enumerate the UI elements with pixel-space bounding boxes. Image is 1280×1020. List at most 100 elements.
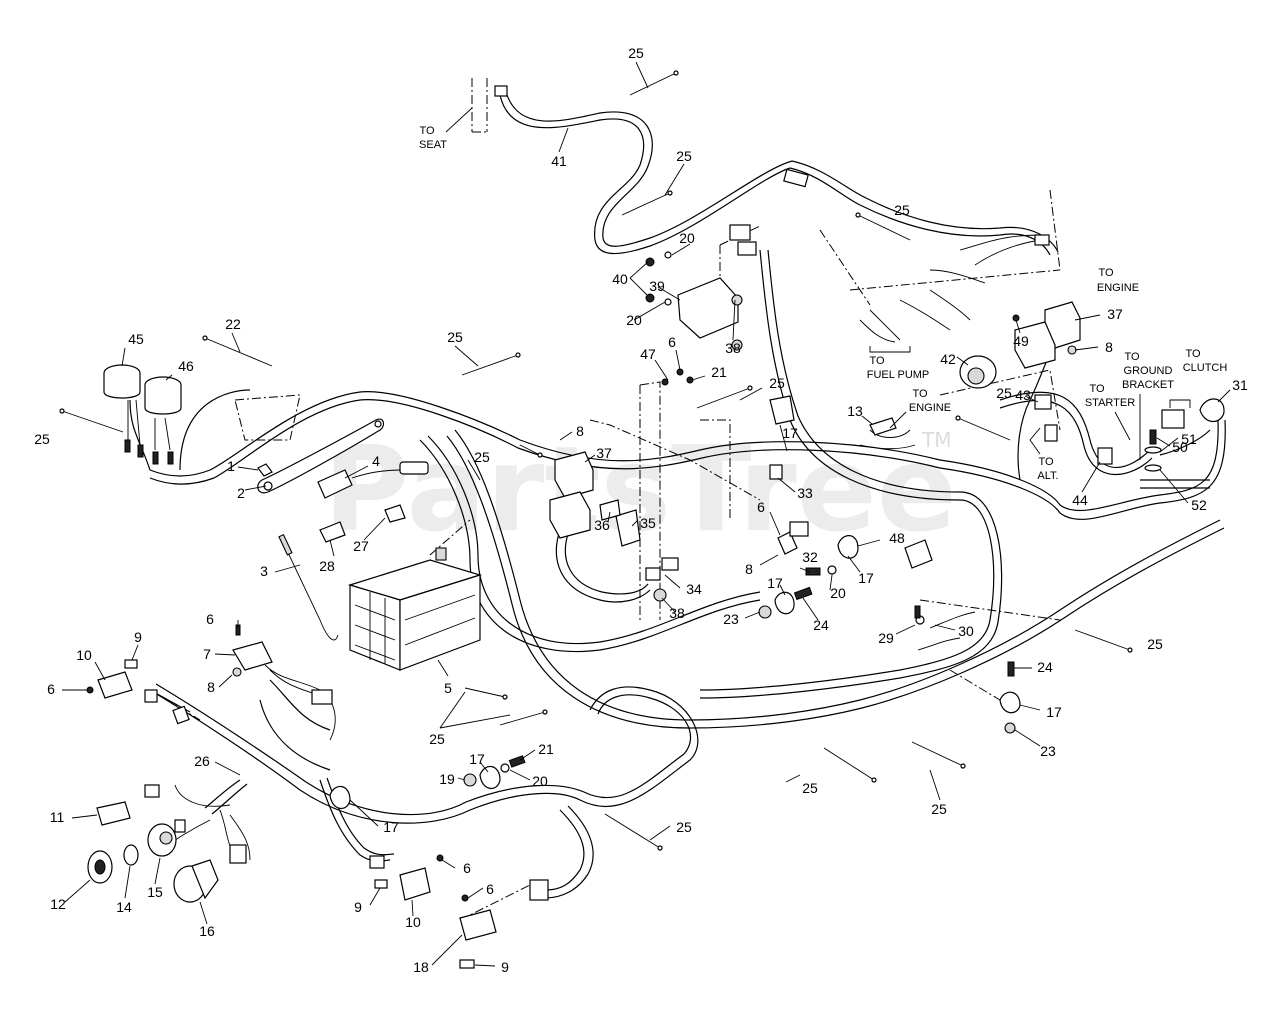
- callout: 11: [50, 809, 65, 825]
- callout: 8: [207, 679, 215, 695]
- callout: 39: [649, 278, 665, 294]
- note-to-fuel-pump-2: FUEL PUMP: [867, 369, 930, 381]
- callout: 25: [34, 431, 50, 447]
- callout: 48: [889, 530, 905, 546]
- callout: 31: [1232, 377, 1248, 393]
- callout: 43: [1015, 387, 1031, 403]
- watermark-trademark: TM: [921, 428, 951, 452]
- callout: 21: [711, 364, 727, 380]
- callout: 9: [501, 959, 509, 975]
- callout: 40: [612, 271, 628, 287]
- callout: 51: [1181, 431, 1197, 447]
- note-to-engine-top-1: TO: [1098, 267, 1114, 279]
- callout: 27: [353, 538, 369, 554]
- note-to-clutch-2: CLUTCH: [1183, 362, 1228, 374]
- callout: 37: [596, 445, 612, 461]
- callout: 25: [931, 801, 947, 817]
- callout: 23: [723, 611, 739, 627]
- callout: 25: [447, 329, 463, 345]
- note-to-ground-2: GROUND: [1124, 365, 1173, 377]
- callout: 5: [444, 680, 452, 696]
- note-to-ground-1: TO: [1124, 351, 1140, 363]
- note-to-alt-2: ALT.: [1037, 470, 1058, 482]
- callout: 36: [594, 517, 610, 533]
- callout: 34: [686, 581, 702, 597]
- callout: 26: [194, 753, 210, 769]
- callout: 25: [802, 780, 818, 796]
- callout: 25: [429, 731, 445, 747]
- callout: 6: [668, 334, 676, 350]
- callout: 8: [745, 561, 753, 577]
- callout: 19: [439, 771, 455, 787]
- callout: 25: [676, 148, 692, 164]
- callout: 7: [203, 646, 211, 662]
- callout: 8: [576, 423, 584, 439]
- callout: 17: [767, 575, 783, 591]
- callout: 47: [640, 346, 656, 362]
- leader-lines: [62, 61, 1231, 967]
- callout: 25: [996, 385, 1012, 401]
- battery: [347, 547, 483, 671]
- callout: 6: [206, 611, 214, 627]
- note-to-ground-3: BRACKET: [1122, 379, 1174, 391]
- callout: 21: [538, 741, 554, 757]
- callout: 16: [199, 923, 215, 939]
- callout: 45: [128, 331, 144, 347]
- callout: 6: [463, 860, 471, 876]
- callout: 23: [1040, 743, 1056, 759]
- cable-ties: [59, 70, 1133, 851]
- callout: 3: [260, 563, 268, 579]
- callout: 28: [319, 558, 335, 574]
- callout: 25: [894, 202, 910, 218]
- callout: 17: [383, 819, 399, 835]
- callout: 50: [1172, 439, 1188, 455]
- callout: 12: [50, 896, 66, 912]
- note-to-seat-2: SEAT: [419, 139, 447, 151]
- callout: 13: [847, 403, 863, 419]
- callout: 15: [147, 884, 163, 900]
- callout: 18: [413, 959, 429, 975]
- callout: 49: [1013, 333, 1029, 349]
- callout: 1: [227, 458, 235, 474]
- callout: 20: [679, 230, 695, 246]
- callout: 33: [797, 485, 813, 501]
- note-to-engine-mid-1: TO: [912, 388, 928, 400]
- callout: 9: [134, 629, 142, 645]
- callout: 29: [878, 630, 894, 646]
- callout: 8: [1105, 339, 1113, 355]
- callout: 38: [725, 340, 741, 356]
- note-to-engine-mid-2: ENGINE: [909, 402, 951, 414]
- callout: 46: [178, 358, 194, 374]
- callout: 41: [551, 153, 567, 169]
- parts: [86, 85, 1225, 969]
- callout: 17: [469, 751, 485, 767]
- callout: 35: [640, 515, 656, 531]
- note-to-starter-2: STARTER: [1085, 397, 1135, 409]
- voltmeter-gauge-46: [144, 376, 182, 415]
- callout: 22: [225, 316, 241, 332]
- callout: 20: [626, 312, 642, 328]
- callout: 37: [1107, 306, 1123, 322]
- callout: 25: [474, 449, 490, 465]
- callout: 52: [1191, 497, 1207, 513]
- note-to-clutch-1: TO: [1185, 348, 1201, 360]
- callout: 17: [858, 570, 874, 586]
- callout: 25: [676, 819, 692, 835]
- hour-meter-gauge-45: [103, 364, 141, 399]
- callout: 25: [628, 45, 644, 61]
- callout: 6: [757, 499, 765, 515]
- callout: 6: [486, 881, 494, 897]
- callout: 6: [47, 681, 55, 697]
- note-to-starter-1: TO: [1089, 383, 1105, 395]
- callout: 9: [354, 899, 362, 915]
- callout: 42: [940, 351, 956, 367]
- routing-notes: TO SEAT TO ENGINE TO FUEL PUMP TO ENGINE…: [419, 107, 1228, 482]
- callout: 10: [405, 914, 421, 930]
- callout: 20: [830, 585, 846, 601]
- callout: 20: [532, 773, 548, 789]
- callout: 17: [1046, 704, 1062, 720]
- callout: 25: [769, 375, 785, 391]
- callout: 44: [1072, 492, 1088, 508]
- callout: 17: [782, 425, 798, 441]
- harness-wires: [129, 91, 1226, 899]
